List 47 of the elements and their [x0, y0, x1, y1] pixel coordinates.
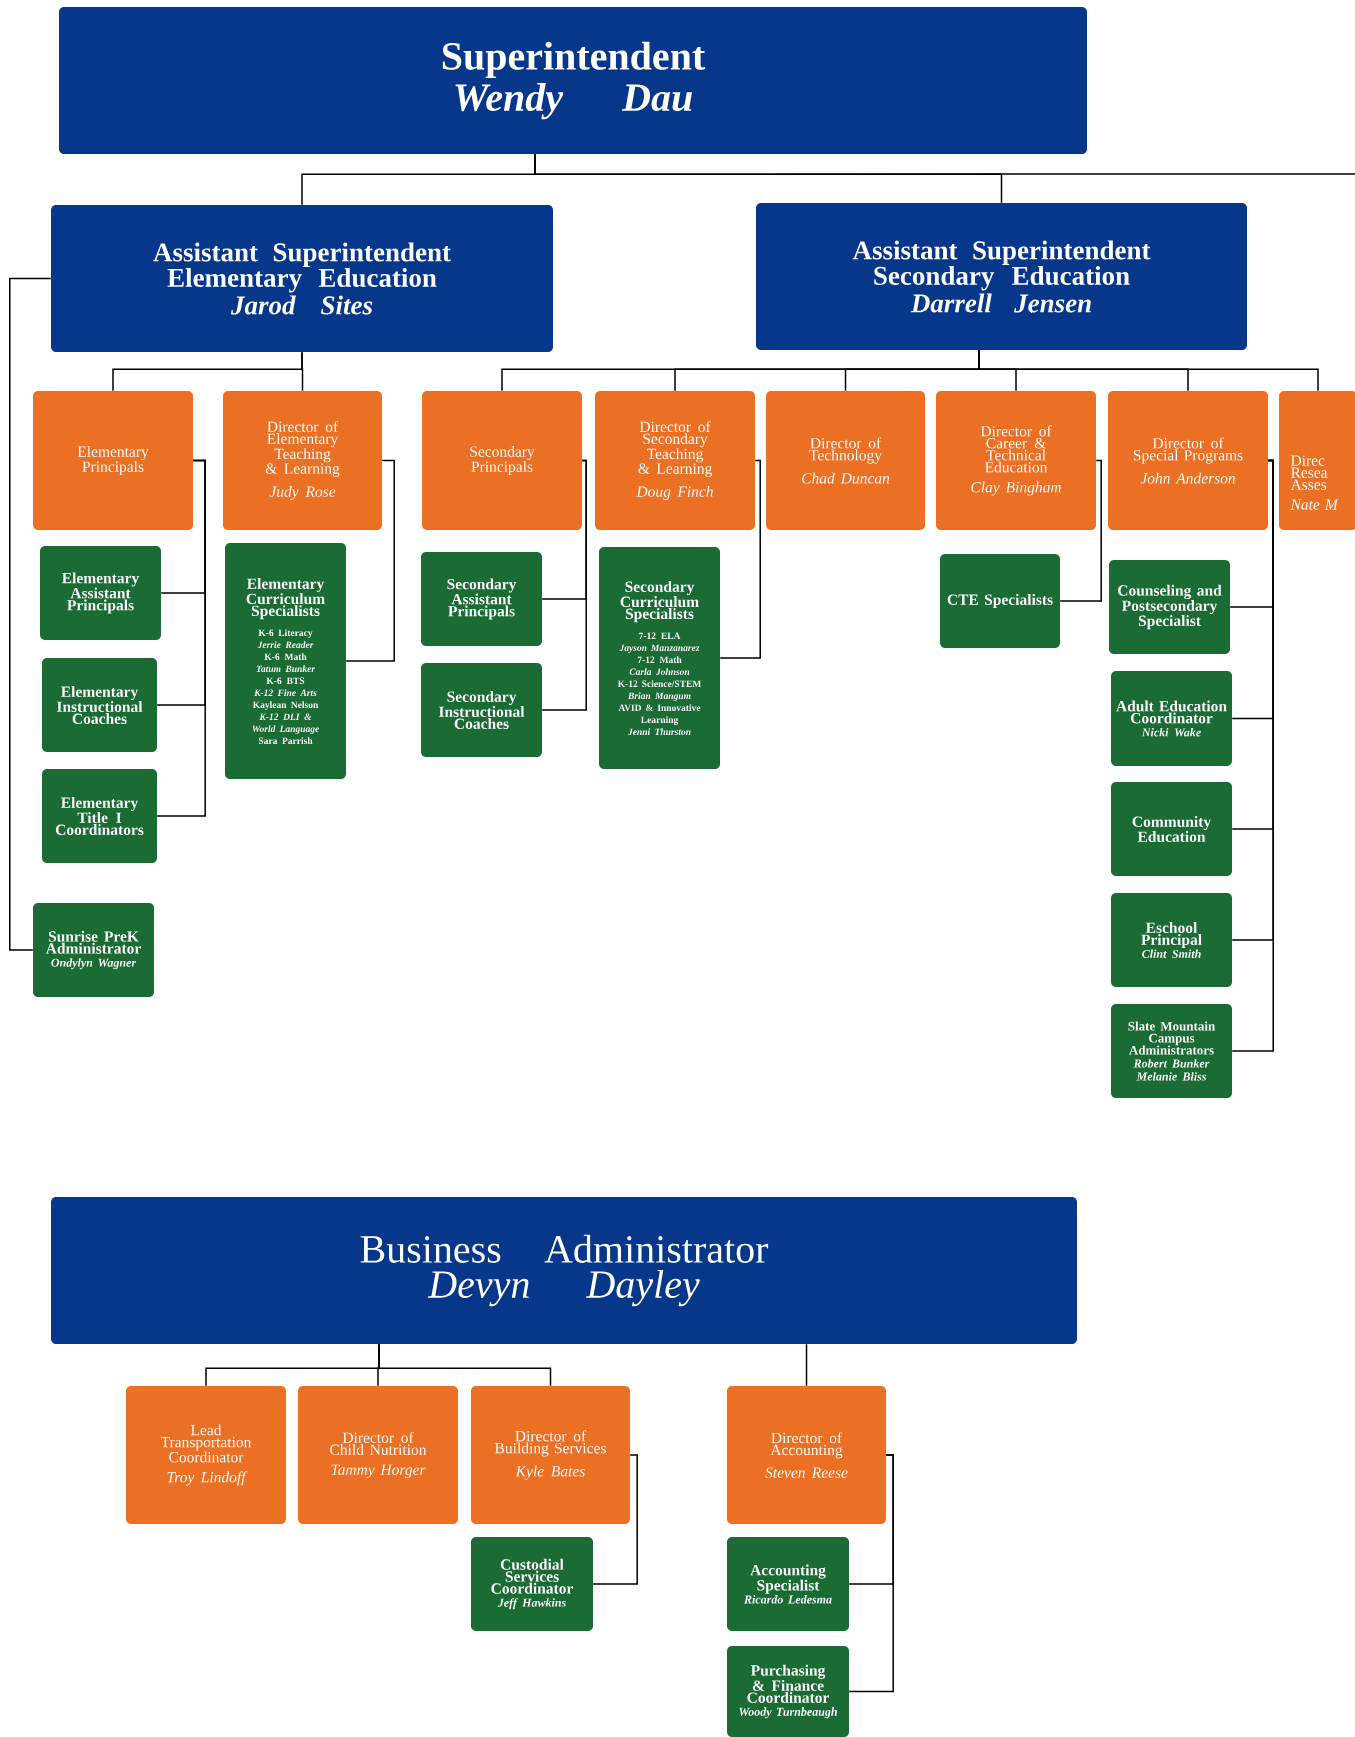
connector-line [534, 153, 1355, 175]
director-box: Direc Resea Asses Nate M [1279, 391, 1355, 530]
leader-box: Assistant Superintendent Secondary Education Darrell Jensen [756, 203, 1247, 350]
staff-box: CTE Specialists [940, 554, 1060, 648]
connector-line [848, 1454, 894, 1693]
connector-line [805, 1343, 808, 1387]
staff-box: Community Education [1111, 782, 1232, 876]
staff-box: Counseling and Postsecondary Specialist [1109, 560, 1230, 654]
director-box: Director of Technology Chad Duncan [766, 391, 925, 530]
staff-box: Adult Education Coordinator Nicki Wake [1111, 671, 1232, 766]
staff-box: Sunrise PreK Administrator Ondylyn Wagner [33, 903, 154, 997]
leader-box: Assistant Superintendent Elementary Education Jarod Sites [51, 205, 553, 352]
connector-line [1231, 459, 1274, 1052]
connector-line [301, 351, 304, 392]
staff-box: Elementary Title I Coordinators [42, 769, 157, 863]
director-box: Director of Elementary Teaching & Learning Judy Rose [223, 391, 382, 530]
director-box: Director of Accounting Steven Reese [727, 1386, 886, 1524]
staff-box: Secondary Instructional Coaches [421, 663, 542, 757]
staff-box: Secondary Assistant Principals [421, 552, 542, 646]
director-box: Lead Transportation Coordinator Troy Lindoff [126, 1386, 286, 1524]
staff-box: Elementary Assistant Principals [40, 546, 161, 640]
connector-line [156, 459, 206, 817]
staff-box: Elementary Curriculum Specialists K-6 Literacy Jerrie Reader K-6 Math Tatum Bunker K-6 BTS K-12 Fine Arts Kaylean Nelson K-12 DLI & World Language Sara Parrish [225, 543, 346, 779]
leader-box: Business Administrator Devyn Dayley [51, 1197, 1077, 1344]
staff-box: Custodial Services Coordinator Jeff Hawkins [471, 1537, 593, 1631]
staff-box: Elementary Instructional Coaches [42, 658, 157, 752]
director-box: Director of Career & Technical Education Clay Bingham [936, 391, 1096, 530]
director-box: Secondary Principals [422, 391, 582, 530]
connector-line [345, 459, 395, 662]
connector-line [541, 459, 587, 711]
director-box: Elementary Principals [33, 391, 193, 530]
staff-box: Accounting Specialist Ricardo Ledesma [727, 1537, 849, 1631]
director-box: Director of Secondary Teaching & Learning Doug Finch [595, 391, 755, 530]
connector-line [592, 1454, 638, 1585]
connector-line [9, 277, 52, 951]
connector-line [378, 1343, 552, 1387]
staff-box: Slate Mountain Campus Administrators Robert Bunker Melanie Bliss [1111, 1004, 1232, 1098]
director-box: Director of Building Services Kyle Bates [471, 1386, 630, 1524]
connector-line [1059, 459, 1102, 602]
staff-box: Purchasing & Finance Coordinator Woody Turnbeaugh [727, 1646, 849, 1737]
connector-line [978, 349, 1319, 392]
staff-box: Secondary Curriculum Specialists 7-12 ELA Jayson Manzanarez 7-12 Math Carla Johnson K-12 Science/STEM Brian Mangum AVID & Innovative Learning Jenni Thurston [599, 547, 720, 769]
connector-line [719, 459, 761, 659]
staff-box: Eschool Principal Clint Smith [1111, 893, 1232, 987]
director-box: Director of Child Nutrition Tammy Horger [298, 1386, 458, 1524]
leader-box: Superintendent Wendy Dau [59, 7, 1087, 154]
director-box: Director of Special Programs John Anderson [1108, 391, 1268, 530]
